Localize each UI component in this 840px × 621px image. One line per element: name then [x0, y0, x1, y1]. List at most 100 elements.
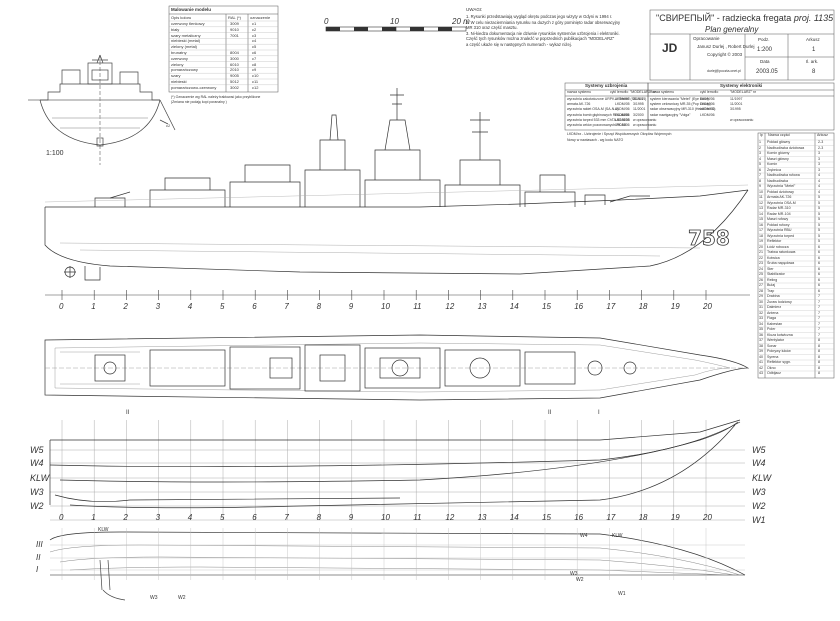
weapons-cell-right: LKDM/06 — [700, 107, 715, 112]
parts-index: 17 — [759, 228, 763, 232]
paint-cell: 3009 — [230, 21, 239, 26]
parts-name: Poler — [767, 327, 776, 331]
parts-sheet: 5 — [818, 228, 820, 232]
parts-name: Wentylator — [767, 338, 785, 342]
parts-sheet: 6 — [818, 277, 820, 282]
plan-label: W4 — [580, 533, 588, 539]
parts-sheet: 5 — [818, 206, 820, 210]
station-number-lower: 4 — [187, 513, 193, 522]
paint-cell: c4 — [252, 38, 257, 44]
paint-cell: szary — [171, 73, 181, 79]
parts-index: 19 — [759, 239, 763, 243]
paint-cell: 7001 — [230, 32, 239, 38]
sheet-label: Arkusz — [806, 37, 820, 42]
weapons-cell-left: LKDM/06 — [615, 97, 630, 101]
parts-name: Pokrywy luków — [767, 349, 791, 353]
parts-sheet: 6 — [818, 255, 820, 260]
weapons-left-title: Systemy uzbrojenia — [585, 83, 628, 88]
station-number-lower: 17 — [606, 513, 616, 522]
parts-sheet: 8 — [818, 349, 820, 353]
weapons-cell-right: LKDM/06 — [700, 102, 715, 107]
parts-name: Flaga — [767, 316, 776, 320]
parts-name: Odbijacz — [767, 371, 781, 375]
weapons-legend-2: Nowy w nawiasach - wg kodu NATO — [567, 138, 624, 142]
parts-sheet: 8 — [818, 338, 820, 342]
parts-name: Wyrzutnia RBU — [767, 228, 792, 232]
paint-cell: niebieski — [171, 79, 187, 84]
plan-label: W3 — [570, 571, 578, 577]
project-text: proj. 1135 — [793, 13, 834, 23]
parts-sheet: 4 — [818, 178, 820, 183]
parts-index: 1 — [759, 140, 761, 144]
parts-index: 29 — [759, 294, 763, 298]
paint-cell: c11 — [252, 79, 259, 84]
weapons-header-left: "MODELARZ" nr — [630, 90, 657, 94]
front-view-c1-label: c2 — [166, 123, 171, 128]
weapons-cell-left: LKDM/06 — [615, 107, 630, 112]
parts-sheet: 4 — [818, 189, 820, 194]
parts-name: Śruba napędowa — [767, 261, 795, 265]
parts-sheet: 8 — [818, 354, 820, 359]
station-number: 12 — [445, 302, 455, 311]
plan-label: W3 — [150, 595, 158, 601]
parts-sheet: 7 — [818, 332, 820, 337]
parts-index: 25 — [759, 272, 763, 276]
waterline-label-right: W3 — [752, 487, 766, 497]
title: "СВИРЕПЫЙ" - radziecka fregata proj. 113… — [656, 14, 833, 23]
weapons-right-title: Systemy elektroniki — [720, 83, 763, 88]
paint-cell: c5 — [252, 44, 257, 50]
parts-name: Dalmierz — [767, 305, 782, 309]
weapons-header-left: cykl lemofio — [610, 90, 629, 94]
parts-index: 18 — [759, 233, 763, 238]
parts-sheet: 3 — [818, 167, 820, 172]
parts-name: Antena — [767, 310, 779, 315]
parts-index: 16 — [759, 222, 763, 227]
paint-cell: c1 — [252, 21, 257, 26]
parts-index: 36 — [759, 332, 763, 337]
parts-sheet: 5 — [818, 239, 820, 243]
weapons-cell-left: 3/2000 — [633, 112, 644, 117]
scale-bar-label-0: 0 — [324, 17, 329, 26]
parts-name: Radar MR-104 — [767, 211, 791, 216]
buttock-label: I — [36, 565, 39, 574]
parts-index: 8 — [759, 178, 761, 183]
parts-sheet: 7 — [818, 305, 820, 309]
weapons-cell-left: wyrzutnia zakotwiczone URPK-4 "Metel" (S… — [567, 97, 647, 101]
copyright: Copyright © 2003 — [707, 52, 743, 57]
weapons-header-left: nazwa systemu — [567, 90, 592, 94]
parts-name: Trap — [767, 288, 775, 293]
station-number: 17 — [606, 302, 616, 311]
parts-sheet: 5 — [818, 195, 820, 199]
parts-header: lp — [760, 133, 763, 137]
station-number-lower: 16 — [574, 513, 584, 522]
parts-index: 31 — [759, 305, 763, 309]
parts-index: 13 — [759, 206, 763, 210]
paint-header: oznaczenie — [250, 15, 271, 20]
station-number-lower: 12 — [445, 513, 455, 522]
parts-name: Kluza kotwiczna — [767, 332, 793, 337]
station-number-lower: 9 — [348, 513, 354, 522]
buttock-top-label: II — [126, 410, 130, 416]
parts-sheet: 7 — [818, 316, 820, 320]
paint-cell: niebieski (metal) — [171, 38, 201, 44]
parts-name: Komin — [767, 162, 778, 166]
parts-name: Reling — [767, 277, 778, 282]
weapons-legend-1: LKDM/xx - Uzbrojenie i Sprzęt Współczesn… — [567, 132, 672, 136]
plan-label: W2 — [576, 577, 584, 583]
parts-index: 24 — [759, 266, 763, 271]
station-number: 20 — [703, 302, 712, 311]
authors: Janusz Durlej , Robert Durlej — [697, 44, 755, 49]
station-number: 9 — [348, 302, 354, 311]
side-profile — [44, 88, 749, 281]
parts-name: Łódź robocza — [767, 244, 789, 249]
plan-label: KLW — [612, 533, 623, 539]
parts-sheet: 8 — [818, 343, 820, 348]
parts-sheet: 7 — [818, 327, 820, 331]
weapons-cell-left: w opracowaniu — [633, 117, 657, 122]
station-number: 15 — [542, 302, 551, 311]
parts-index: 11 — [759, 195, 763, 199]
paint-header: RAL (*) — [228, 15, 241, 20]
weapons-cell-left: 3/1995 — [633, 102, 644, 107]
parts-index: 26 — [759, 277, 763, 282]
weapons-cell-left: wyrzutnia celów pozorowanych PK-16 — [567, 123, 626, 127]
